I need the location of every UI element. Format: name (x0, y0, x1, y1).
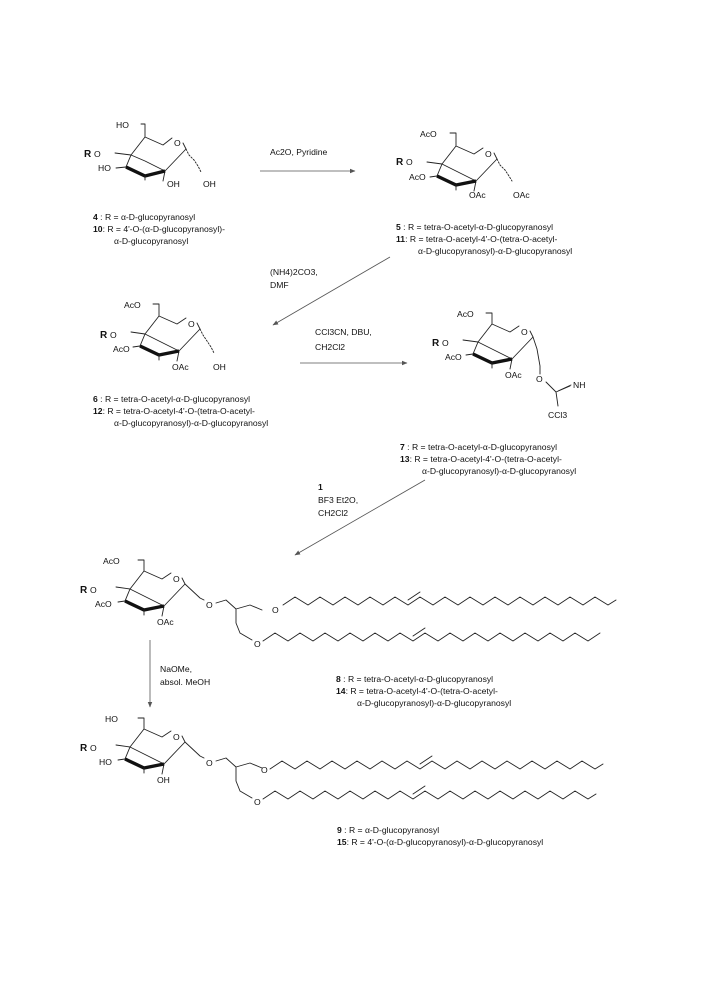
structure-4-10: HO R O O HO OH OH (84, 120, 216, 189)
compound-label-cont: α-D-glucopyranosyl)-α-D-glucopyranosyl (422, 466, 576, 476)
reagent-text: CH2Cl2 (315, 342, 345, 352)
atom-HO: HO (116, 120, 129, 130)
atom-AcO: AcO (445, 352, 462, 362)
compound-label-cont: α-D-glucopyranosyl)-α-D-glucopyranosyl (114, 418, 268, 428)
reagent-text: 1 (318, 482, 323, 492)
reaction-arrow-2: (NH4)2CO3, DMF (270, 256, 391, 326)
atom-OH: OH (157, 775, 170, 785)
compound-label: 8 : R = tetra-O-acetyl-α-D-glucopyranosy… (336, 674, 493, 684)
ring-oxygen: O (173, 574, 180, 584)
compound-label: 12: R = tetra-O-acetyl-4'-O-(tetra-O-ace… (93, 406, 255, 416)
atom-R: R (80, 743, 88, 754)
atom-O: O (206, 600, 213, 610)
compound-label: 14: R = tetra-O-acetyl-4'-O-(tetra-O-ace… (336, 686, 498, 696)
atom-O: O (406, 157, 413, 167)
reagent-text: (NH4)2CO3, (270, 267, 318, 277)
reaction-arrow-4: 1 BF3 Et2O, CH2Cl2 (294, 479, 426, 556)
compound-label: 7 : R = tetra-O-acetyl-α-D-glucopyranosy… (400, 442, 557, 452)
compound-label: 9 : R = α-D-glucopyranosyl (337, 825, 439, 835)
atom-CCl3: CCl3 (548, 410, 567, 420)
reaction-arrow-5: NaOMe, absol. MeOH (147, 640, 210, 708)
compound-label: 6 : R = tetra-O-acetyl-α-D-glucopyranosy… (93, 394, 250, 404)
atom-AcO: AcO (95, 599, 112, 609)
reagent-text: absol. MeOH (160, 677, 210, 687)
compound-label: 10: R = 4'-O-(α-D-glucopyranosyl)- (93, 224, 225, 234)
atom-OH: OH (213, 362, 226, 372)
structure-5-11: AcO R O O AcO OAc OAc (396, 129, 530, 200)
atom-O: O (90, 585, 97, 595)
compound-label-cont: α-D-glucopyranosyl)-α-D-glucopyranosyl (357, 698, 511, 708)
atom-OAc: OAc (469, 190, 486, 200)
structure-9-15: HO R O O HO OH O O O (80, 714, 604, 807)
atom-HO: HO (98, 163, 111, 173)
atom-AcO: AcO (457, 309, 474, 319)
atom-O: O (110, 330, 117, 340)
compound-label: 13: R = tetra-O-acetyl-4'-O-(tetra-O-ace… (400, 454, 562, 464)
atom-O: O (206, 758, 213, 768)
compound-label: 4 : R = α-D-glucopyranosyl (93, 212, 195, 222)
compound-label-cont: α-D-glucopyranosyl (114, 236, 188, 246)
reagent-text: DMF (270, 280, 289, 290)
atom-OAc: OAc (513, 190, 530, 200)
ring-oxygen: O (521, 327, 528, 337)
atom-O: O (272, 605, 279, 615)
atom-OH: OH (167, 179, 180, 189)
structure-6-12: AcO R O O AcO OAc OH (100, 300, 226, 372)
atom-AcO: AcO (409, 172, 426, 182)
reagent-text: NaOMe, (160, 664, 192, 674)
atom-NH: NH (573, 380, 585, 390)
ring-oxygen: O (188, 319, 195, 329)
ring-oxygen: O (174, 138, 181, 148)
atom-O: O (90, 743, 97, 753)
atom-R: R (396, 157, 404, 168)
atom-OAc: OAc (505, 370, 522, 380)
atom-HO: HO (99, 757, 112, 767)
atom-O: O (254, 639, 261, 649)
compound-label: 11: R = tetra-O-acetyl-4'-O-(tetra-O-ace… (396, 234, 558, 244)
atom-AcO: AcO (124, 300, 141, 310)
atom-O: O (254, 797, 261, 807)
atom-HO: HO (105, 714, 118, 724)
atom-R: R (100, 330, 108, 341)
atom-R: R (80, 585, 88, 596)
reagent-text: CH2Cl2 (318, 508, 348, 518)
atom-AcO: AcO (113, 344, 130, 354)
reaction-arrow-1: Ac2O, Pyridine (260, 147, 356, 174)
atom-O: O (261, 765, 268, 775)
compound-label: 5 : R = tetra-O-acetyl-α-D-glucopyranosy… (396, 222, 553, 232)
ring-oxygen: O (485, 149, 492, 159)
structure-8-14: AcO R O O AcO OAc O O O (80, 556, 617, 649)
reagent-text: CCl3CN, DBU, (315, 327, 372, 337)
structure-7-13: AcO R O O AcO OAc O NH CCl3 (432, 309, 585, 420)
atom-AcO: AcO (103, 556, 120, 566)
atom-O: O (94, 149, 101, 159)
atom-OH: OH (203, 179, 216, 189)
atom-OAc: OAc (157, 617, 174, 627)
reagent-text: Ac2O, Pyridine (270, 147, 328, 157)
atom-R: R (84, 149, 92, 160)
reagent-text: BF3 Et2O, (318, 495, 358, 505)
atom-AcO: AcO (420, 129, 437, 139)
reaction-arrow-3: CCl3CN, DBU, CH2Cl2 (300, 327, 408, 366)
atom-R: R (432, 338, 440, 349)
atom-O: O (536, 374, 543, 384)
compound-label: 15: R = 4'-O-(α-D-glucopyranosyl)-α-D-gl… (337, 837, 543, 847)
compound-label-cont: α-D-glucopyranosyl)-α-D-glucopyranosyl (418, 246, 572, 256)
ring-oxygen: O (173, 732, 180, 742)
atom-OAc: OAc (172, 362, 189, 372)
atom-O: O (442, 338, 449, 348)
